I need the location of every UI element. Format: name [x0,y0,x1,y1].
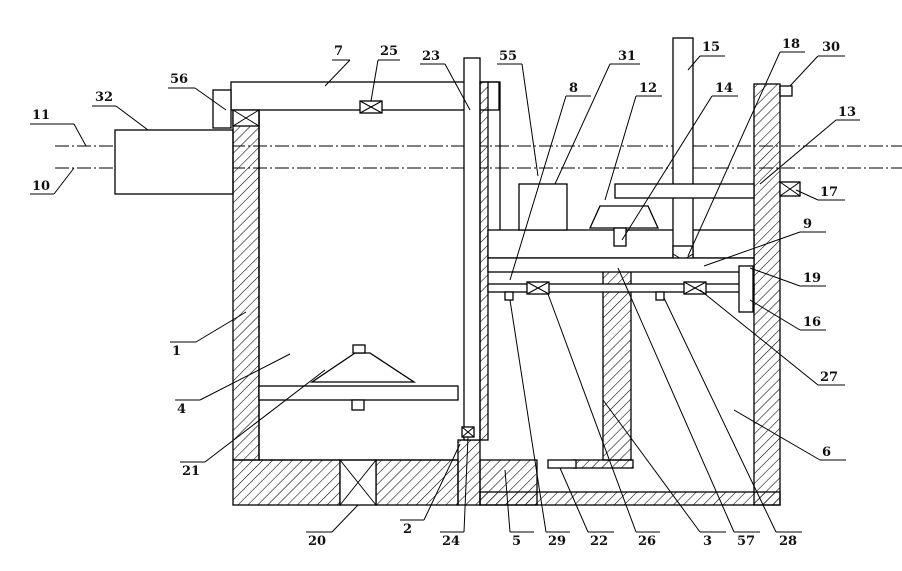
label-21: 21 [182,464,200,479]
label-18: 18 [782,37,800,52]
pin-28 [656,292,664,300]
label-20: 20 [308,534,326,549]
label-2: 2 [403,522,412,537]
motor-12 [590,206,658,228]
outlet-30 [780,86,792,96]
label-27: 27 [820,370,838,385]
label-9: 9 [803,217,812,232]
arm-13 [615,184,754,198]
label-55: 55 [499,49,517,64]
label-5: 5 [512,534,521,549]
label-23: 23 [422,49,440,64]
pin-29 [505,292,513,300]
label-4: 4 [177,402,186,417]
label-17: 17 [820,185,838,200]
label-6: 6 [822,445,831,460]
label-15: 15 [702,40,720,55]
label-25: 25 [380,44,398,59]
label-3: 3 [703,534,712,549]
label-19: 19 [803,271,821,286]
wheel-16 [739,266,753,312]
label-13: 13 [838,105,856,120]
label-16: 16 [803,315,821,330]
label-12: 12 [639,81,657,96]
label-28: 28 [779,534,797,549]
stirring-blade-21 [312,353,414,382]
label-31: 31 [618,49,636,64]
label-32: 32 [95,90,113,105]
label-8: 8 [569,81,578,96]
label-56: 56 [170,72,188,87]
label-30: 30 [822,40,840,55]
inlet-pipe-32 [115,130,233,194]
vertical-pipe-23 [464,58,480,440]
tank-31 [519,184,567,230]
label-26: 26 [638,534,656,549]
seal-22 [548,460,576,468]
label-10: 10 [32,179,50,194]
label-11: 11 [32,108,50,123]
bolt-56 [213,90,231,128]
label-29: 29 [548,534,566,549]
drive-shaft-9 [488,258,754,272]
label-1: 1 [172,344,181,359]
label-22: 22 [590,534,608,549]
label-57: 57 [737,534,755,549]
label-7: 7 [334,44,343,59]
label-24: 24 [442,534,460,549]
label-14: 14 [715,81,733,96]
